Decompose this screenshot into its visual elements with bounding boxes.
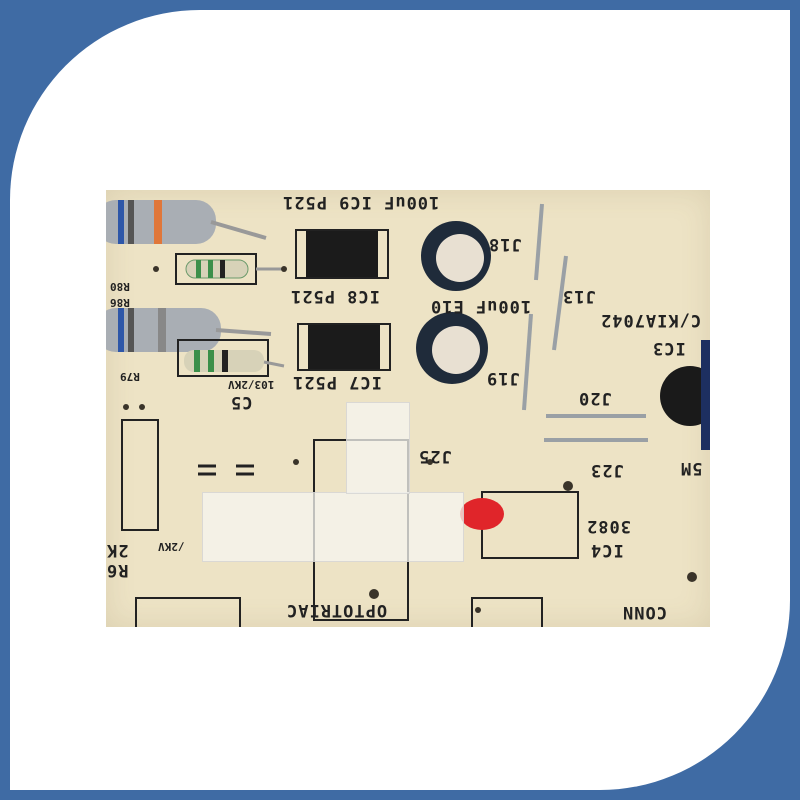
ic8-chip bbox=[295, 229, 389, 279]
label-2k: 2K bbox=[106, 540, 129, 560]
label-c5: C5 bbox=[230, 392, 253, 412]
label-optotriac: OPTOTRIAC bbox=[286, 600, 388, 620]
circuit-board-drawing bbox=[106, 200, 710, 627]
label-j25: J25 bbox=[418, 446, 452, 466]
label-r86: R86 bbox=[110, 296, 130, 309]
label-j13: J13 bbox=[562, 286, 596, 306]
label-j23: J23 bbox=[590, 460, 624, 480]
jumper-wires bbox=[522, 203, 648, 442]
red-paint-mark bbox=[460, 498, 504, 530]
label-5m: 5M bbox=[680, 458, 703, 478]
label-r6: R6 bbox=[106, 560, 129, 580]
capacitor-upper bbox=[421, 221, 491, 291]
resistor-green-bottom bbox=[177, 339, 285, 377]
ic3-transistor bbox=[660, 340, 710, 450]
label-c5-value: 103/2KV bbox=[228, 378, 275, 391]
label-j19: J19 bbox=[486, 368, 520, 388]
label-conn: CONN bbox=[622, 602, 667, 622]
label-3082: 3082 bbox=[586, 516, 631, 536]
label-ic8: IC8 P521 bbox=[290, 286, 380, 306]
label-ic7: IC7 P521 bbox=[292, 372, 382, 392]
label-j20: J20 bbox=[578, 388, 612, 408]
solder-holes bbox=[123, 266, 697, 613]
ic7-chip bbox=[297, 323, 391, 371]
label-ic9: 100uF IC9 P521 bbox=[282, 192, 440, 212]
label-ic4: IC4 bbox=[590, 540, 624, 560]
capacitor-lower bbox=[416, 312, 488, 384]
label-j18: J18 bbox=[488, 234, 522, 254]
resistor-green-top bbox=[175, 253, 284, 285]
label-r79: R79 bbox=[120, 370, 140, 383]
label-2kv: /2KV bbox=[158, 540, 185, 553]
resistor-gray-top bbox=[106, 200, 267, 244]
resistor-gray-bottom bbox=[106, 308, 272, 352]
label-r80: R80 bbox=[110, 280, 130, 293]
label-e10: 100uF E10 bbox=[430, 296, 532, 316]
label-kia: C/KIA7042 bbox=[600, 310, 702, 330]
tape-strip bbox=[202, 492, 464, 562]
tape-patch bbox=[346, 402, 410, 494]
circuit-board-photo: 100uF IC9 P521 IC8 P521 IC7 P521 100uF E… bbox=[106, 190, 710, 627]
label-ic3: IC3 bbox=[652, 338, 686, 358]
capacitor-symbols bbox=[198, 464, 254, 476]
